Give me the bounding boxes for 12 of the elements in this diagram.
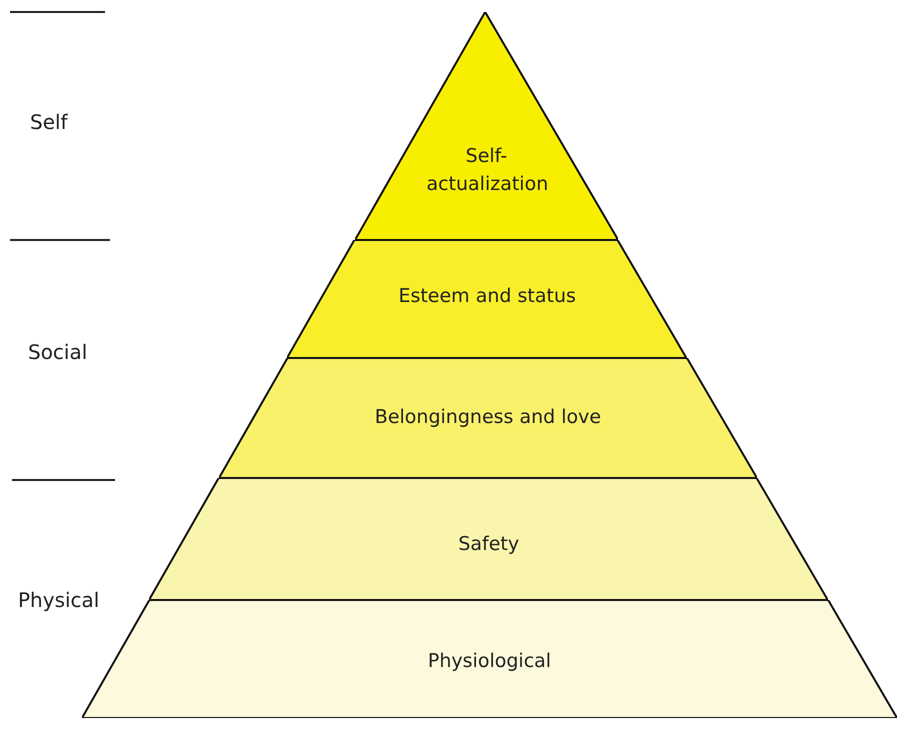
level-label: Esteem and status — [397, 285, 577, 307]
pyramid-level — [287, 240, 687, 358]
category-label: Physical — [18, 588, 100, 612]
category-label: Social — [28, 340, 88, 364]
category-label: Self — [30, 110, 68, 134]
pyramid-level — [218, 358, 757, 478]
level-label: Self-actualization — [426, 144, 546, 197]
pyramid-level — [149, 478, 828, 600]
pyramid-level — [354, 12, 618, 240]
level-label: Belongingness and love — [374, 406, 602, 428]
level-label: Physiological — [426, 650, 552, 672]
level-label: Safety — [457, 533, 520, 555]
